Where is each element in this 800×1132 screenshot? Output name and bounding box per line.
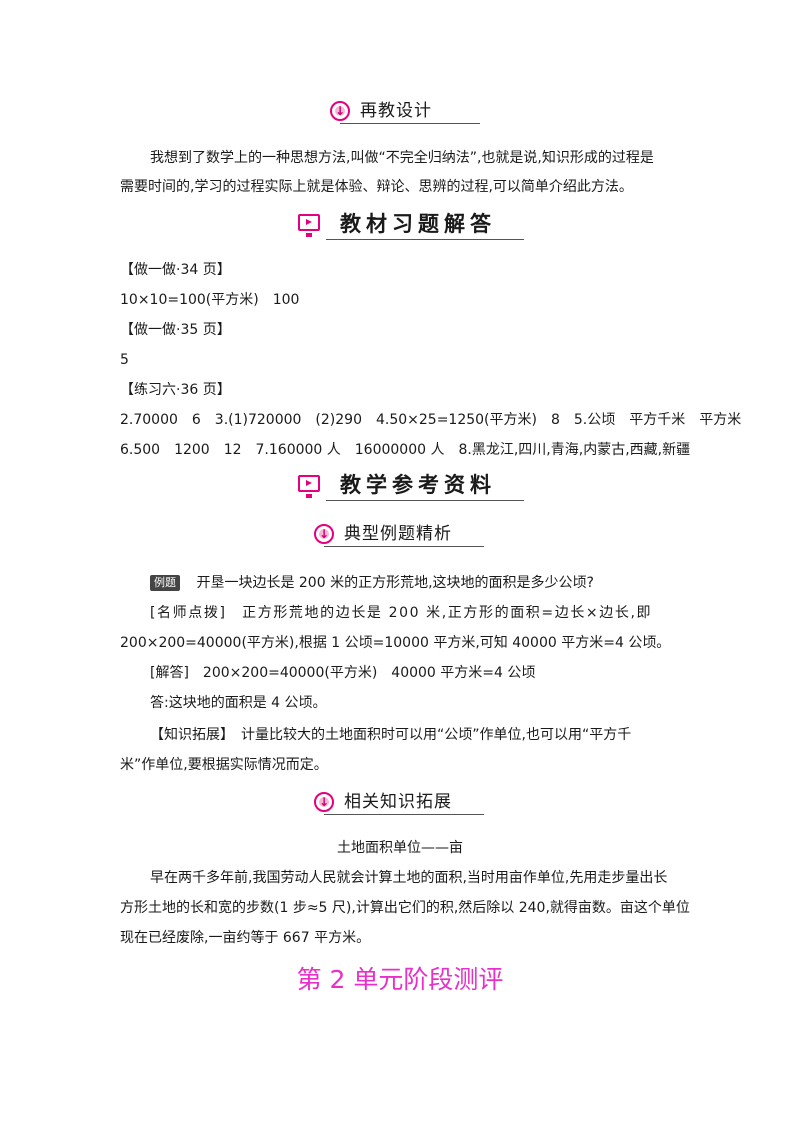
section-title: 典型例题精析 bbox=[344, 524, 452, 544]
section-heading-redesign: ↓ 再教设计 bbox=[330, 100, 480, 124]
answer-text: 6.500 1200 12 7.160000 人 16000000 人 8.黑龙… bbox=[120, 442, 691, 458]
answer-text: 2.70000 6 3.(1)720000 (2)290 4.50×25=125… bbox=[120, 412, 742, 428]
section-heading-example: ↓ 典型例题精析 bbox=[314, 523, 489, 547]
download-arrow-icon: ↓ bbox=[314, 792, 334, 812]
screen-icon bbox=[298, 475, 320, 498]
screen-icon bbox=[298, 214, 320, 237]
answer-heading: 【练习六·36 页】 bbox=[120, 382, 231, 398]
heading-underline bbox=[324, 546, 484, 547]
section-title: 再教设计 bbox=[360, 101, 432, 121]
heading-underline bbox=[326, 239, 524, 240]
tip-line: [名师点拨] 正方形荒地的边长是 200 米,正方形的面积=边长×边长,即 bbox=[150, 605, 653, 621]
section-heading-reference: 教学参考资料 bbox=[298, 472, 528, 502]
tip-line: 200×200=40000(平方米),根据 1 公顷=10000 平方米,可知 … bbox=[120, 635, 671, 651]
question-text: 开垦一块边长是 200 米的正方形荒地,这块地的面积是多少公顷? bbox=[196, 575, 594, 591]
section-title: 教学参考资料 bbox=[340, 473, 496, 497]
knowledge-line: 早在两千多年前,我国劳动人民就会计算土地的面积,当时用亩作单位,先用走步量出长 bbox=[150, 870, 668, 886]
extension-line: 【知识拓展】 计量比较大的土地面积时可以用“公顷”作单位,也可以用“平方千 bbox=[150, 727, 632, 743]
paragraph-line: 需要时间的,学习的过程实际上就是体验、辩论、思辨的过程,可以简单介绍此方法。 bbox=[120, 179, 633, 195]
download-arrow-icon: ↓ bbox=[314, 524, 334, 544]
solution-line: [解答] 200×200=40000(平方米) 40000 平方米=4 公顷 bbox=[150, 665, 536, 681]
section-title: 教材习题解答 bbox=[340, 212, 496, 236]
answer-heading: 【做一做·35 页】 bbox=[120, 322, 231, 338]
knowledge-subtitle: 土地面积单位——亩 bbox=[337, 840, 463, 856]
example-tag: 例题 bbox=[150, 575, 180, 591]
section-heading-knowledge: ↓ 相关知识拓展 bbox=[314, 791, 489, 815]
answer-text: 5 bbox=[120, 352, 129, 368]
heading-underline bbox=[326, 500, 524, 501]
section-heading-textbook: 教材习题解答 bbox=[298, 211, 528, 241]
example-question: 例题 开垦一块边长是 200 米的正方形荒地,这块地的面积是多少公顷? bbox=[150, 573, 594, 593]
knowledge-line: 方形土地的长和宽的步数(1 步≈5 尺),计算出它们的积,然后除以 240,就得… bbox=[120, 900, 690, 916]
answer-line: 答:这块地的面积是 4 公顷。 bbox=[150, 695, 327, 711]
download-arrow-icon: ↓ bbox=[330, 101, 350, 121]
heading-underline bbox=[324, 814, 484, 815]
section-title: 相关知识拓展 bbox=[344, 792, 452, 812]
heading-underline bbox=[340, 123, 480, 124]
paragraph-line: 我想到了数学上的一种思想方法,叫做“不完全归纳法”,也就是说,知识形成的过程是 bbox=[150, 150, 654, 166]
extension-line: 米”作单位,要根据实际情况而定。 bbox=[120, 757, 328, 773]
unit-title: 第 2 单元阶段测评 bbox=[296, 965, 504, 994]
knowledge-line: 现在已经废除,一亩约等于 667 平方米。 bbox=[120, 930, 371, 946]
answer-heading: 【做一做·34 页】 bbox=[120, 262, 231, 278]
answer-text: 10×10=100(平方米) 100 bbox=[120, 292, 300, 308]
